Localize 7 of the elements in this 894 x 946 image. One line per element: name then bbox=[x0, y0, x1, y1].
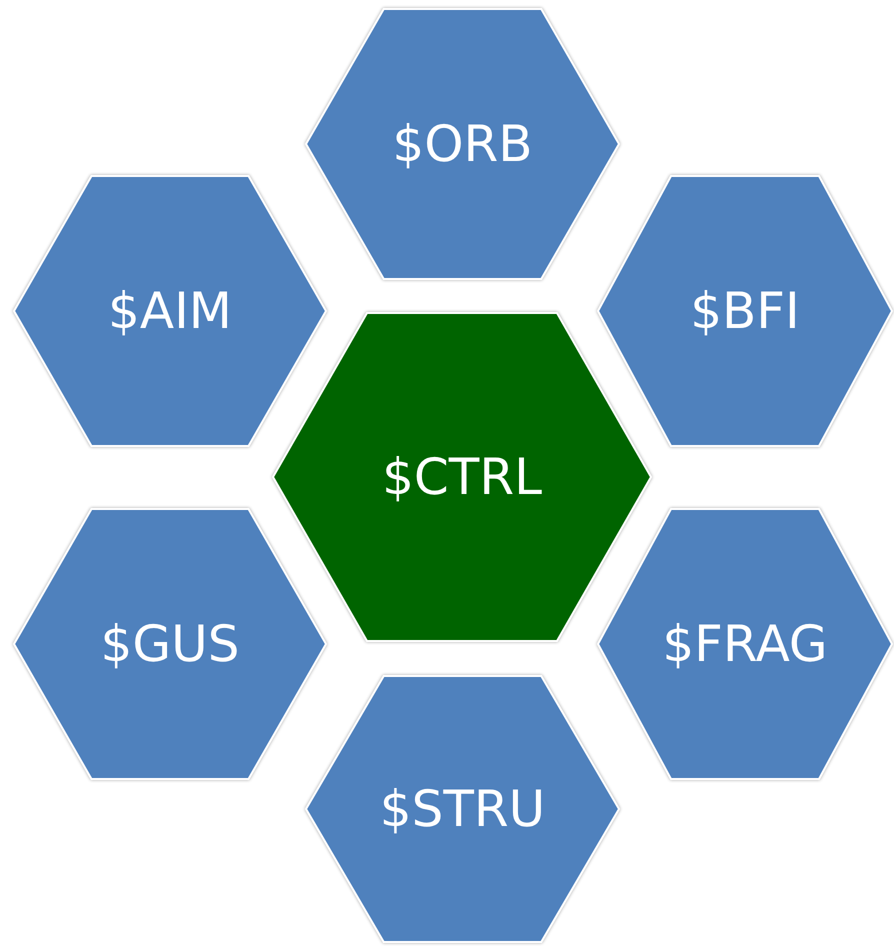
hexagon-label: $BFI bbox=[690, 282, 800, 340]
hexagon-label: $FRAG bbox=[662, 615, 828, 673]
hexagon-label: $AIM bbox=[108, 282, 232, 340]
hexagon-label: $ORB bbox=[392, 115, 533, 173]
hexagon-label: $CTRL bbox=[382, 448, 542, 506]
hexagon-label: $GUS bbox=[100, 615, 240, 673]
hexagon-label: $STRU bbox=[380, 780, 546, 838]
